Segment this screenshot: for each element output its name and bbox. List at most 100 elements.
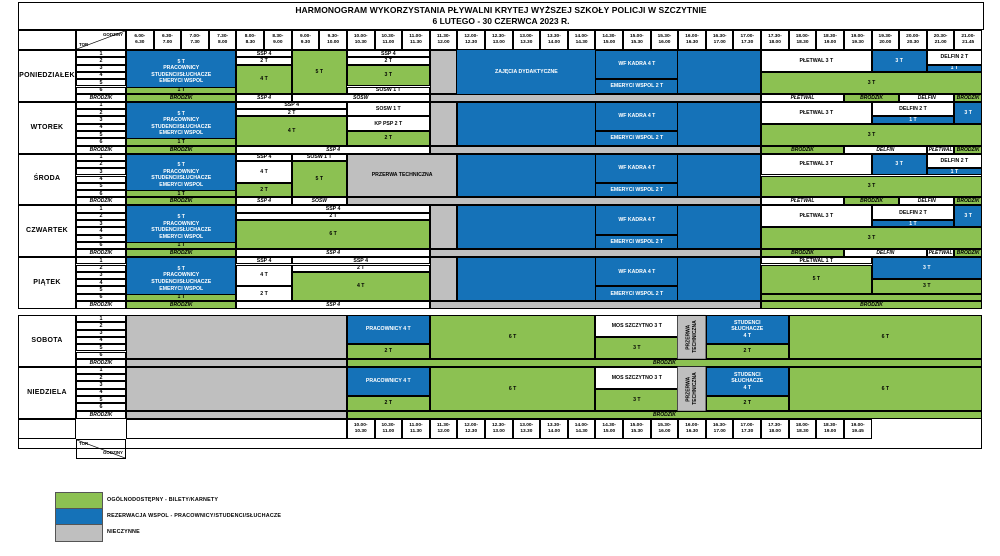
lane-number-5-4: 5 (76, 344, 126, 352)
footer-time-header-6: 13.00-13.30 (512, 418, 541, 439)
thursday-brodzik-2: BRODZIK (761, 249, 844, 258)
lane-number-1-3: 4 (76, 123, 126, 131)
footer-time-header-16: 18.00-18.30 (788, 418, 817, 439)
day-label-1: WTOREK (18, 101, 76, 154)
footer-time-header-2: 11.00-11.30 (402, 418, 430, 439)
day-label-4: PIĄTEK (18, 257, 76, 309)
lane-number-2-1: 2 (76, 160, 126, 169)
lane-number-6-2: 3 (76, 381, 126, 389)
lane-number-0-3: 4 (76, 71, 126, 80)
weekday-table-frame (18, 30, 982, 309)
legend-label-0: OGÓLNODOSTĘPNY - BILETY/KARNETY (107, 497, 219, 503)
lane-number-0-5: 6 (76, 86, 126, 94)
monday-gray (429, 50, 458, 94)
tuesday-kppsp: KP PSP 2 T (346, 116, 430, 131)
monday-ssp4-b: SSP 4 (346, 50, 430, 58)
lane-number-1-4: 5 (76, 131, 126, 139)
weekend-3t-6: 3 T (595, 388, 679, 411)
monday-3t-blue: 3 T (871, 50, 927, 72)
footer-time-header-8: 14.00-14.30 (567, 418, 596, 439)
lane-brodzik-2: BRODZIK (76, 197, 126, 206)
time-header-7: 9.30-10.00 (319, 30, 347, 50)
time-header-13: 12.30-13.00 (484, 30, 513, 50)
lane-number-3-3: 4 (76, 227, 126, 235)
lane-number-5-3: 4 (76, 336, 126, 345)
footer-time-header-5: 12.30-13.00 (484, 418, 513, 439)
wednesday-3t-blue: 3 T (871, 153, 927, 176)
page-title: HARMONOGRAM WYKORZYSTANIA PŁYWALNI KRYTE… (18, 2, 984, 30)
tuesday-ssp4: SSP 4 (236, 101, 347, 110)
monday-3t: 3 T (346, 64, 430, 87)
lane-number-3-5: 6 (76, 241, 126, 250)
monday-4t: 4 T (236, 64, 292, 94)
lane-number-2-2: 3 (76, 168, 126, 176)
title-line-1: HARMONOGRAM WYKORZYSTANIA PŁYWALNI KRYTE… (295, 5, 707, 15)
friday-pletwal1: PŁETWAL 1 T (761, 257, 872, 265)
day-label-3: CZWARTEK (18, 205, 76, 258)
thursday-lane6-green: 1 T (126, 241, 237, 250)
wednesday-emeryci: EMERYCI WSPOL 2 T (595, 182, 679, 198)
friday-2t: 2 T (236, 286, 292, 301)
weekend-gray-6 (126, 366, 347, 411)
weekend-6t-5: 6 T (429, 315, 596, 359)
lane-number-0-0: 1 (76, 50, 126, 58)
weekend-gray-5 (126, 315, 347, 359)
monday-5t: 5 T (291, 50, 347, 94)
legend-label-2: NIECZYNNE (107, 529, 140, 535)
lane-number-4-1: 2 (76, 264, 126, 272)
thursday-1t-blue: 1 T (871, 220, 955, 228)
time-header-10: 11.00-11.30 (402, 30, 430, 50)
lane-number-2-5: 6 (76, 190, 126, 198)
footer-time-header-18: 19.00-19.45 (843, 418, 872, 439)
friday-4t: 4 T (236, 264, 292, 287)
tuesday-4t: 4 T (236, 116, 347, 146)
lane-number-5-2: 3 (76, 329, 126, 337)
lane-number-6-4: 5 (76, 396, 126, 404)
monday-2t-b: 2 T (346, 57, 430, 65)
lane-number-4-3: 4 (76, 279, 126, 287)
weekend-mos-6: MOS SZCZYTNO 3 T (595, 366, 679, 389)
thursday-pletwal3: PŁETWAL 3 T (761, 205, 872, 228)
monday-3t-green: 3 T (761, 71, 982, 94)
footer-time-header-4: 12.00-12.30 (457, 418, 485, 439)
weekend-2t-5: 2 T (346, 344, 430, 359)
wednesday-2t: 2 T (236, 182, 292, 198)
tuesday-brodzik-pletwal: PŁETWAL (926, 145, 955, 154)
time-header-22: 17.00-17.30 (733, 30, 762, 50)
thursday-brodzik-gray (429, 249, 762, 258)
thursday-brodzik-delfin: DELFIN (843, 249, 927, 258)
wednesday-tech-break: PRZERWA TECHNICZNA (346, 153, 458, 198)
lane-number-6-3: 4 (76, 388, 126, 396)
tuesday-3t-green: 3 T (761, 123, 982, 146)
lane-number-1-0: 1 (76, 101, 126, 110)
lane-number-1-5: 6 (76, 138, 126, 146)
wednesday-brodzik-gray (346, 197, 762, 206)
monday-sosw1t: SOSW 1 T (346, 86, 430, 94)
lane-number-4-2: 3 (76, 271, 126, 280)
monday-2t-a: 2 T (236, 57, 292, 65)
tuesday-brodzik-delfin: DELFIN (843, 145, 927, 154)
lane-number-4-5: 6 (76, 293, 126, 301)
friday-emeryci: EMERYCI WSPOL 2 T (595, 286, 679, 301)
day-label-6: NIEDZIELA (18, 366, 76, 419)
lane-number-4-0: 1 (76, 257, 126, 265)
lane-number-3-2: 3 (76, 220, 126, 228)
footer-corner-lane-label: TOR (79, 440, 89, 446)
lane-brodzik-3: BRODZIK (76, 249, 126, 258)
wednesday-brodzik-sosw: SOSW (291, 197, 347, 206)
lane-number-5-5: 6 (76, 351, 126, 359)
time-header-0: 6.00-6.30 (126, 30, 154, 50)
monday-ssp4-a: SSP 4 (236, 50, 292, 58)
wednesday-pletwal3: PŁETWAL 3 T (761, 153, 872, 176)
friday-5t: 5 T (761, 264, 872, 294)
friday-gray (429, 257, 458, 301)
monday-pletwal3: PŁETWAL 3 T (761, 50, 872, 72)
wednesday-brodzik-2: BRODZIK (843, 197, 900, 206)
lane-brodzik-0: BRODZIK (76, 93, 126, 102)
